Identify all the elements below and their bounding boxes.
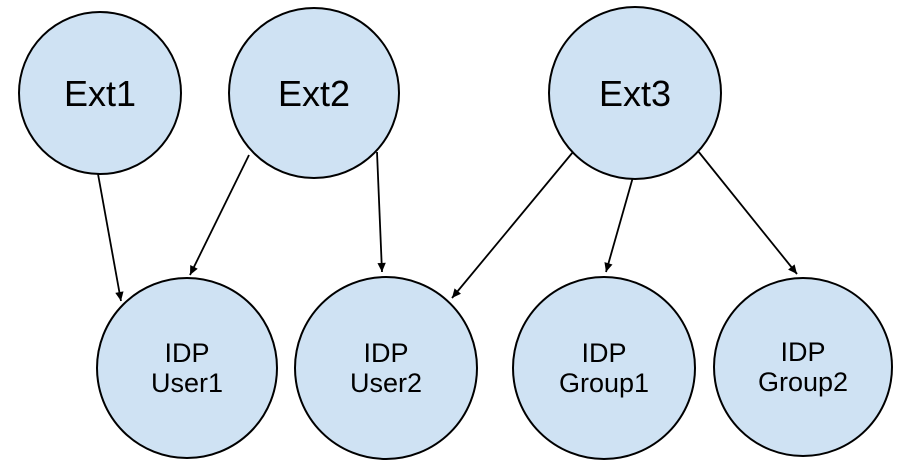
node-idp-user1-circle [96, 277, 278, 459]
node-ext1-label: Ext1 [64, 73, 136, 114]
edge-ext3-to-idp-group1 [604, 176, 634, 273]
node-idp-group2-label-line2: Group2 [758, 367, 848, 397]
node-ext3: Ext3 [548, 6, 722, 180]
edge-ext1-to-idp-user1 [97, 173, 124, 302]
node-idp-user1: IDP User1 [96, 277, 278, 459]
edge-ext3-to-idp-user2 [451, 151, 574, 299]
node-idp-group1-label-line2: Group1 [559, 368, 649, 398]
node-idp-group2-label-line1: IDP [780, 337, 825, 367]
node-idp-user2: IDP User2 [294, 276, 478, 460]
edges-layer [97, 150, 798, 302]
node-idp-user1-label-line2: User1 [151, 368, 223, 398]
edge-ext3-to-idp-group2 [697, 150, 798, 275]
edge-ext2-to-idp-user1 [189, 154, 250, 276]
node-idp-group1-label-line1: IDP [581, 338, 626, 368]
node-ext3-circle [548, 6, 722, 180]
node-ext3-label: Ext3 [599, 73, 671, 114]
node-idp-group1-circle [512, 276, 696, 460]
node-idp-user2-label-line1: IDP [363, 338, 408, 368]
node-idp-group2-circle [713, 277, 893, 457]
node-ext2-circle [228, 7, 400, 179]
node-idp-user1-label-line1: IDP [164, 338, 209, 368]
node-idp-user2-label-line2: User2 [350, 368, 422, 398]
node-ext2: Ext2 [228, 7, 400, 179]
edge-ext2-to-idp-user2 [376, 151, 386, 273]
node-ext2-label: Ext2 [278, 73, 350, 114]
node-idp-user2-circle [294, 276, 478, 460]
node-ext1-circle [18, 11, 182, 175]
node-idp-group2: IDP Group2 [713, 277, 893, 457]
node-idp-group1: IDP Group1 [512, 276, 696, 460]
node-ext1: Ext1 [18, 11, 182, 175]
